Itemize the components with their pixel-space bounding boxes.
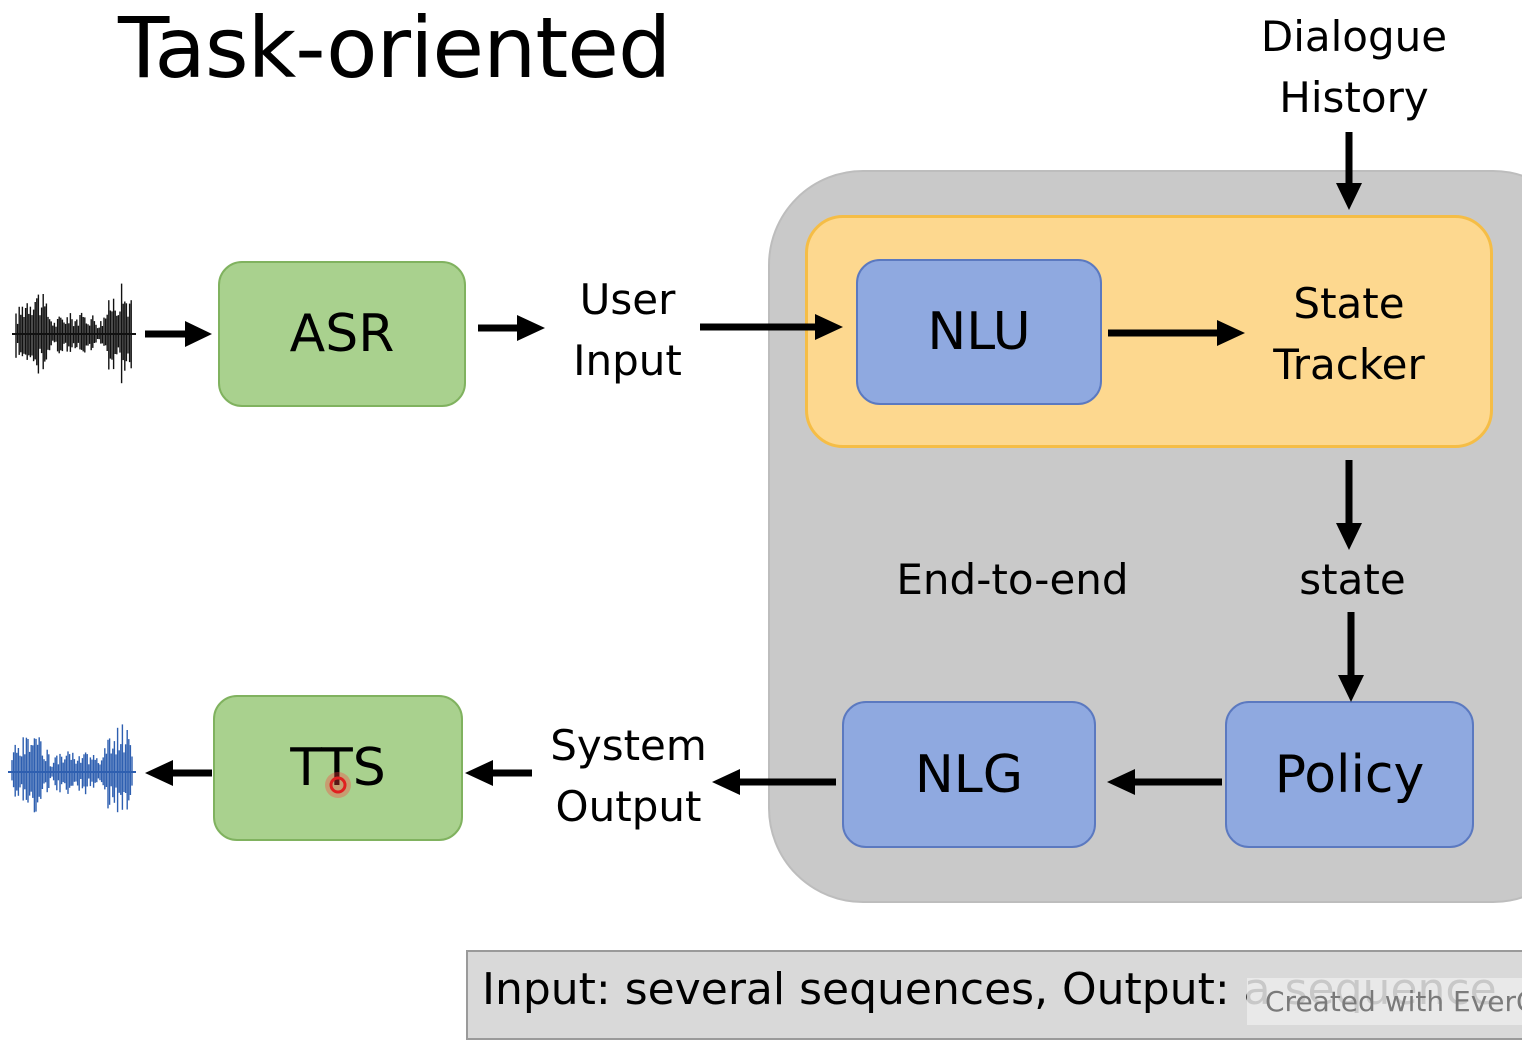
tts-box-label: TTS [290, 738, 386, 798]
system-output-line-2: Output [555, 782, 702, 831]
arrow-user-input-to-nlu [700, 314, 843, 340]
system-output-line-1: System [550, 721, 707, 770]
arrow-tts-to-wave [145, 760, 212, 786]
arrow-nlu-to-state-tracker [1108, 320, 1245, 346]
watermark: Created with EverCam [1247, 978, 1522, 1025]
arrow-policy-to-nlg [1107, 769, 1222, 795]
arrow-wave-to-asr [145, 321, 212, 347]
state-tracker-label: State Tracker [1258, 272, 1440, 396]
policy-box: Policy [1225, 701, 1474, 848]
user-input-label: User Input [560, 268, 695, 392]
asr-box: ASR [218, 261, 466, 407]
state-label: state [1299, 555, 1406, 604]
user-input-line-1: User [579, 275, 676, 324]
arrow-nlg-to-system-output [712, 769, 836, 795]
state-tracker-line-2: Tracker [1273, 340, 1425, 389]
nlg-box-label: NLG [914, 744, 1024, 805]
dialogue-history-line-1: Dialogue [1260, 12, 1448, 61]
state-tracker-line-1: State [1293, 279, 1405, 328]
arrow-tracker-to-state [1336, 460, 1362, 550]
mouse-cursor-dot-icon [325, 772, 351, 798]
asr-box-label: ASR [289, 304, 395, 364]
arrow-state-to-policy [1338, 612, 1364, 702]
arrow-system-output-to-tts [465, 760, 532, 786]
nlu-box-label: NLU [927, 302, 1031, 362]
input-waveform-icon [12, 283, 136, 384]
dialogue-history-line-2: History [1279, 73, 1429, 122]
arrow-asr-to-user-input [478, 315, 545, 341]
page-title: Task-oriented [118, 0, 671, 97]
output-waveform-icon [8, 724, 136, 813]
dialogue-history-label: Dialogue History [1250, 5, 1458, 129]
user-input-line-2: Input [573, 336, 682, 385]
tts-box: TTS [213, 695, 463, 841]
end-to-end-label: End-to-end [896, 555, 1129, 604]
arrow-history-to-tracker [1336, 132, 1362, 210]
policy-box-label: Policy [1274, 744, 1425, 805]
system-output-label: System Output [546, 714, 711, 838]
nlg-box: NLG [842, 701, 1096, 848]
nlu-box: NLU [856, 259, 1102, 405]
